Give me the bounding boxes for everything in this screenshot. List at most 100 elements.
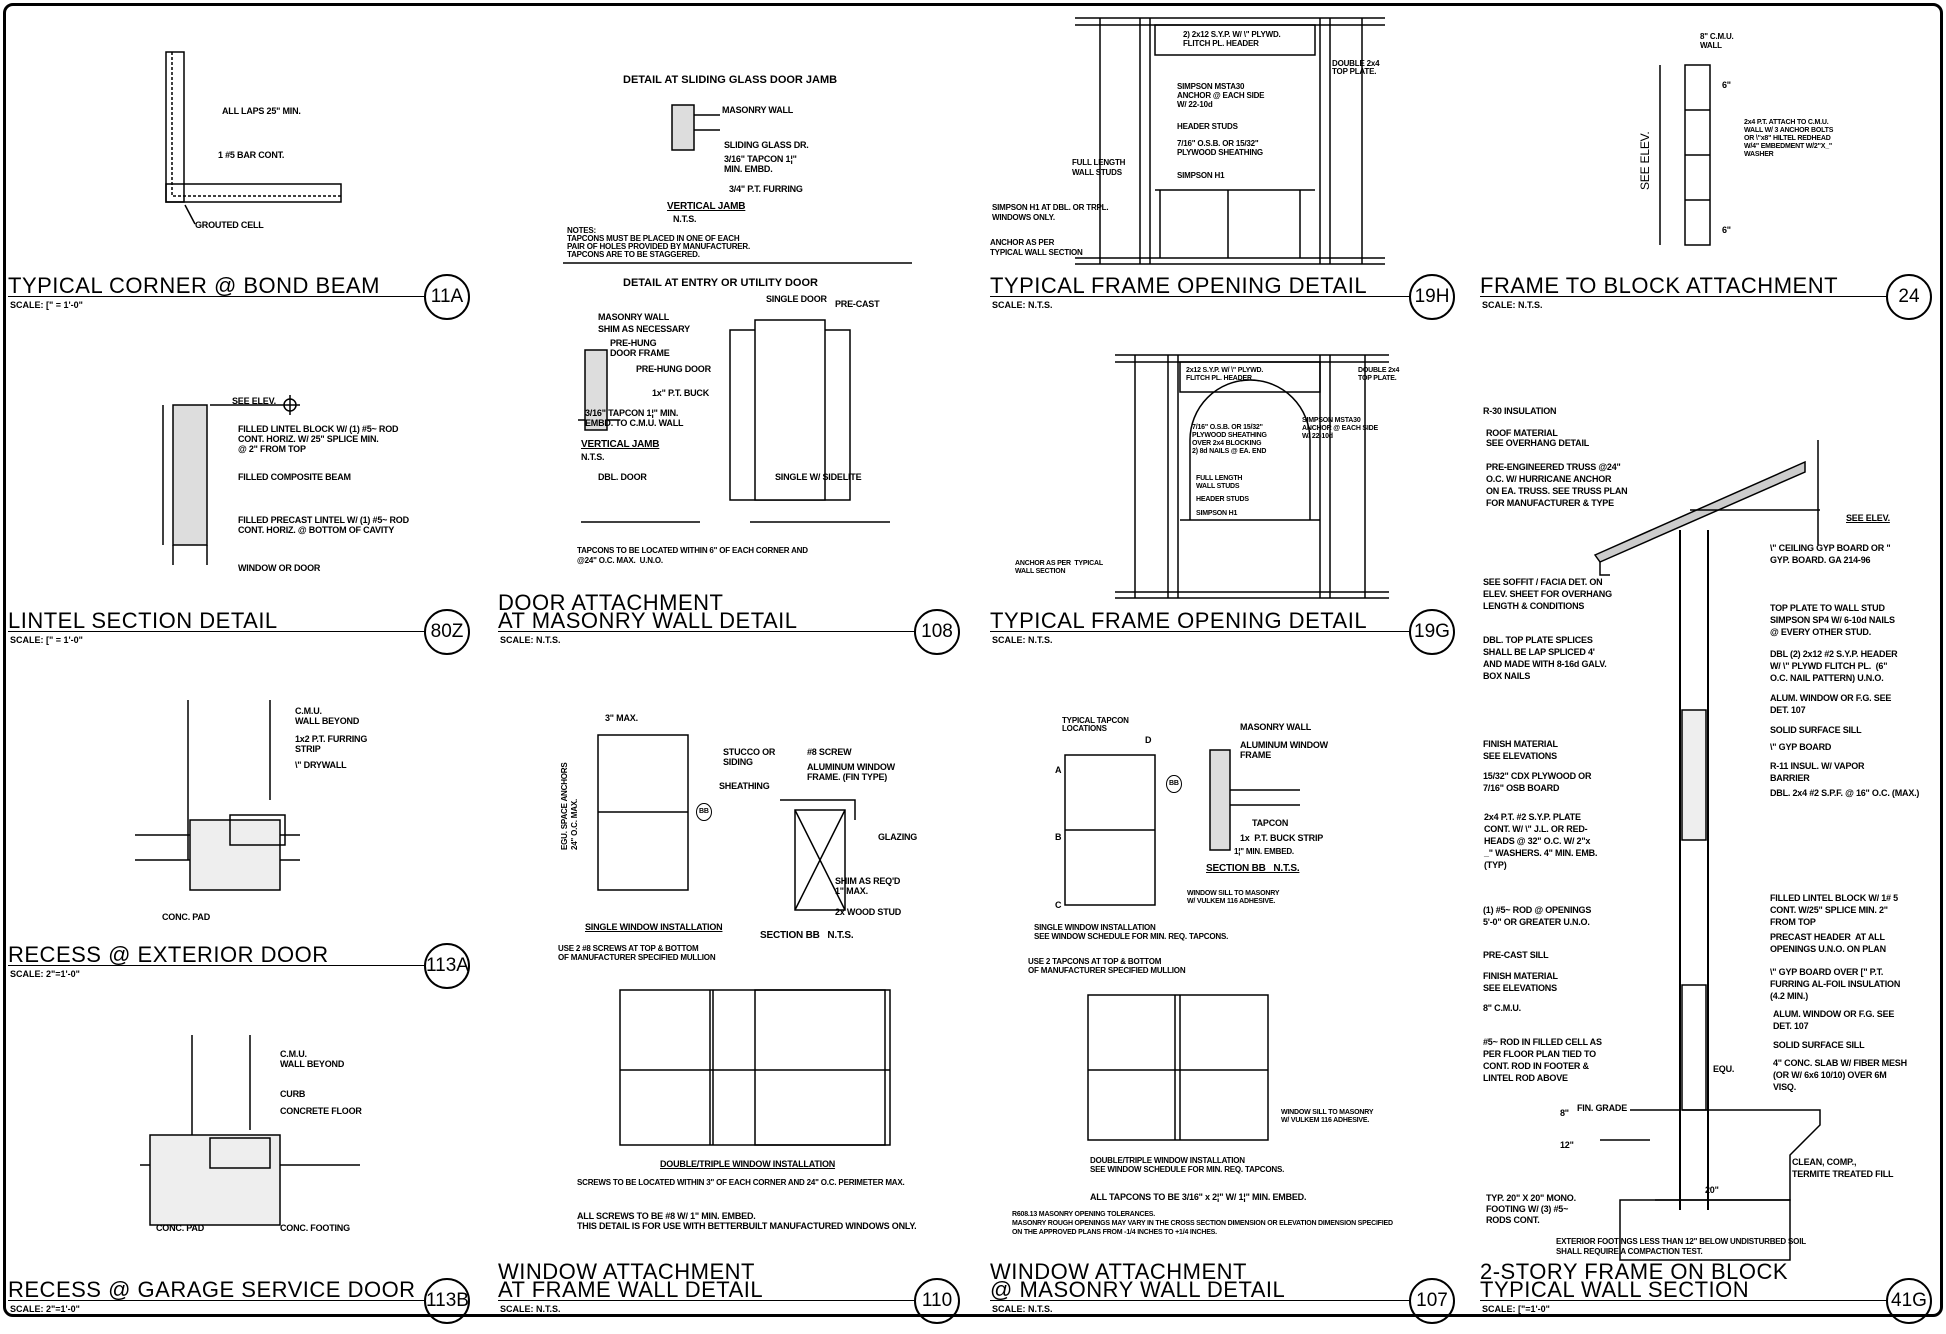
section-marker-bb[interactable]: BB [696,803,712,821]
note: CONCRETE FLOOR [280,1106,362,1116]
note: EQU. [1713,1064,1735,1074]
detail-title-line1: DOOR ATTACHMENT [498,590,724,615]
detail-number-bubble[interactable]: 108 [914,609,960,655]
detail-number-bubble[interactable]: 110 [914,1278,960,1324]
note: EXTERIOR FOOTINGS LESS THAN 12" BELOW UN… [1556,1237,1806,1256]
note: (1) #5~ ROD @ OPENINGS 5'-0" OR GREATER … [1483,905,1592,927]
detail-scale: SCALE: N.T.S. [500,1304,561,1314]
corner-bond-beam-drawing [165,51,342,225]
note: SIMPSON MSTA30 ANCHOR @ EACH SIDE W/ 22-… [1177,82,1265,109]
note: HEADER STUDS [1196,496,1249,503]
note: SHIM AS NECESSARY [598,324,690,334]
note: ALL SCREWS TO BE #8 W/ 1" MIN. EMBED. TH… [577,1211,917,1231]
note: 8" C.M.U. WALL [1700,32,1734,50]
sub-heading: DETAIL AT SLIDING GLASS DOOR JAMB [623,74,838,86]
note: SEE ELEV. [1846,513,1890,523]
note: SINGLE W/ SIDELITE [775,472,862,482]
note: HEADER STUDS [1177,122,1238,131]
dimension: 20" [1705,1185,1719,1195]
detail-title-line1: WINDOW ATTACHMENT [990,1259,1247,1284]
note: PRECAST HEADER AT ALL OPENINGS U.N.O. ON… [1770,932,1886,954]
detail-title: FRAME TO BLOCK ATTACHMENT [1480,273,1839,298]
window-masonry-wall-drawing [1064,749,1300,1141]
detail-scale: SCALE: N.T.S. [992,635,1053,645]
note: FINISH MATERIAL SEE ELEVATIONS [1483,739,1558,761]
section-marker-bb[interactable]: BB [1166,775,1182,793]
detail-title: RECESS @ GARAGE SERVICE DOOR [8,1277,416,1302]
title-block-113B: RECESS @ GARAGE SERVICE DOOR 113B SCALE:… [8,1274,470,1334]
detail-number-bubble[interactable]: 113A [424,943,470,989]
sub-heading: DETAIL AT ENTRY OR UTILITY DOOR [623,277,818,289]
title-block-19G: TYPICAL FRAME OPENING DETAIL 19G SCALE: … [990,605,1455,665]
note: C.M.U. WALL BEYOND [295,706,360,726]
note: WINDOW OR DOOR [238,563,321,573]
note: 2x4 P.T. ATTACH TO C.M.U. WALL W/ 3 ANCH… [1744,119,1834,158]
note: DBL. DOOR [598,472,647,482]
detail-scale: SCALE: [" = 1'-0" [10,635,83,645]
title-block-11A: TYPICAL CORNER @ BOND BEAM 11A SCALE: ["… [8,270,470,330]
grid-label-a: A [1055,765,1062,775]
note: DBL (2) 2x12 #2 S.Y.P. HEADER W/ \" PLYW… [1770,649,1898,683]
detail-number-bubble[interactable]: 19H [1409,274,1455,320]
recess-exterior-door-drawing [135,700,300,891]
note: CONC. FOOTING [280,1223,350,1233]
title-block-110: WINDOW ATTACHMENT AT FRAME WALL DETAIL 1… [498,1261,960,1334]
note: SINGLE WINDOW INSTALLATION SEE WINDOW SC… [1034,923,1229,941]
detail-number-bubble[interactable]: 41G [1886,1278,1932,1324]
detail-number-bubble[interactable]: 24 [1886,274,1932,320]
detail-scale: SCALE: 2"=1'-0" [10,1304,80,1314]
note: DOUBLE 2x4 TOP PLATE. [1358,367,1400,382]
note: EGU. SPACE ANCHORS 24" O.C. MAX. [560,762,579,850]
detail-number-bubble[interactable]: 11A [424,274,470,320]
detail-title-line2: AT MASONRY WALL DETAIL [498,608,798,633]
detail-scale: SCALE: N.T.S. [500,635,561,645]
note: SLIDING GLASS DR. [724,140,809,150]
note: N.T.S. [581,452,605,462]
detail-title-line2: TYPICAL WALL SECTION [1480,1277,1750,1302]
detail-number-bubble[interactable]: 80Z [424,609,470,655]
note: DBL. TOP PLATE SPLICES SHALL BE LAP SPLI… [1483,635,1607,681]
note: SINGLE DOOR [766,294,827,304]
wall-section-41G-drawing [1593,440,1821,1261]
detail-scale: SCALE: N.T.S. [992,300,1053,310]
note: 1x" P.T. BUCK [652,388,710,398]
note: FULL LENGTH WALL STUDS [1072,158,1126,177]
note: USE 2 #8 SCREWS AT TOP & BOTTOM OF MANUF… [558,944,716,962]
note: R-30 INSULATION [1483,406,1557,416]
note: FILLED PRECAST LINTEL W/ (1) #5~ ROD CON… [238,515,409,535]
detail-number-bubble[interactable]: 107 [1409,1278,1455,1324]
detail-number-bubble[interactable]: 19G [1409,609,1455,655]
note: SIMPSON MSTA30 ANCHOR @ EACH SIDE W/ 22-… [1302,417,1378,440]
note: \" CEILING GYP BOARD OR " GYP. BOARD. GA… [1770,543,1891,565]
note: USE 2 TAPCONS AT TOP & BOTTOM OF MANUFAC… [1028,957,1186,975]
note: GLAZING [878,832,918,842]
detail-title: TYPICAL CORNER @ BOND BEAM [8,273,380,298]
note: TYP. 20" X 20" MONO. FOOTING W/ (3) #5~ … [1486,1193,1576,1225]
title-block-107: WINDOW ATTACHMENT @ MASONRY WALL DETAIL … [990,1261,1455,1334]
lintel-section-drawing [162,395,300,565]
title-block-80Z: LINTEL SECTION DETAIL 80Z SCALE: [" = 1'… [8,605,470,665]
detail-scale: SCALE: [" = 1'-0" [10,300,83,310]
note: SOLID SURFACE SILL [1773,1040,1865,1050]
note: TAPCON [1252,818,1289,828]
detail-number-bubble[interactable]: 113B [424,1278,470,1324]
note: #5~ ROD IN FILLED CELL AS PER FLOOR PLAN… [1483,1037,1602,1083]
note: MASONRY WALL [1240,722,1312,732]
note: ALUM. WINDOW OR F.G. SEE DET. 107 [1770,693,1892,715]
note: 7/16" O.S.B. OR 15/32" PLYWOOD SHEATHING [1177,139,1263,157]
note: SHIM AS REQ'D 1" MAX. [835,876,901,896]
detail-scale: SCALE: ["=1'-0" [1482,1304,1550,1314]
note: \" DRYWALL [295,760,347,770]
note: ANCHOR AS PER TYPICAL WALL SECTION [990,238,1083,257]
note: VERTICAL JAMB [667,201,746,212]
note: SIMPSON H1 [1177,171,1225,180]
frame-opening-19G-drawing [1115,354,1389,599]
note: ALL TAPCONS TO BE 3/16" x 2¦" W/ 1¦" MIN… [1090,1192,1307,1202]
note: 1x2 P.T. FURRING STRIP [295,734,368,754]
detail-title: LINTEL SECTION DETAIL [8,608,278,633]
detail-title-line1: 2-STORY FRAME ON BLOCK [1480,1259,1789,1284]
note: 2) 2x12 S.Y.P. W/ \" PLYWD. FLITCH PL. H… [1183,30,1281,48]
note: CONC. PAD [162,912,211,922]
note: PRE-HUNG DOOR FRAME [610,338,670,358]
